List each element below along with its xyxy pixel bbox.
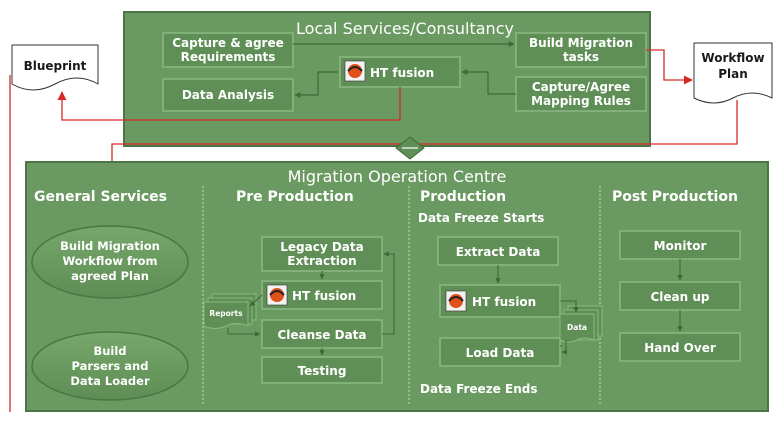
- build-workflow-line-3: agreed Plan: [71, 269, 149, 283]
- monitor-box: Monitor: [619, 230, 741, 260]
- general-services-heading: General Services: [34, 189, 167, 205]
- data-doc-label: Data: [567, 323, 587, 332]
- build-migration-workflow-oval: Build Migration Workflow from agreed Pla…: [31, 225, 189, 299]
- hand-over-label: Hand Over: [644, 341, 716, 355]
- column-dividers: [202, 186, 601, 406]
- ht-fusion-pre-label: HT fusion: [292, 289, 356, 303]
- production-heading: Production: [420, 189, 506, 205]
- build-migration-tasks-box: Build Migration tasks: [515, 32, 647, 68]
- legacy-line-2: Extraction: [287, 254, 356, 268]
- reports-label: Reports: [209, 309, 243, 318]
- top-connectors: [293, 41, 516, 98]
- production-connectors: [495, 265, 579, 355]
- local-services-title: Local Services/Consultancy: [296, 19, 514, 38]
- data-freeze-starts: Data Freeze Starts: [418, 211, 544, 225]
- ht-fusion-top-label: HT fusion: [370, 66, 434, 80]
- capture-agree-line-1: Capture & agree: [172, 36, 284, 50]
- build-parsers-line-1: Build: [93, 344, 126, 358]
- cleanse-label: Cleanse Data: [277, 328, 366, 342]
- capture-mapping-line-1: Capture/Agree: [532, 80, 630, 94]
- post-production-heading: Post Production: [612, 189, 738, 205]
- cleanse-data-box: Cleanse Data: [261, 319, 383, 349]
- monitor-label: Monitor: [654, 239, 707, 253]
- legacy-line-1: Legacy Data: [280, 240, 363, 254]
- ht-fusion-pre-box: HT fusion: [261, 280, 383, 310]
- build-workflow-line-1: Build Migration: [60, 239, 160, 253]
- blueprint-label: Blueprint: [24, 59, 87, 73]
- build-migration-tasks-line-2: tasks: [563, 50, 599, 64]
- workflow-plan-line-1: Workflow: [701, 51, 764, 65]
- ht-fusion-logo-icon: [266, 284, 288, 306]
- ht-fusion-prod-box: HT fusion: [439, 284, 561, 318]
- clean-up-box: Clean up: [619, 281, 741, 311]
- ht-fusion-top-box: HT fusion: [339, 56, 461, 88]
- data-freeze-ends: Data Freeze Ends: [420, 382, 537, 396]
- reports-document: Reports: [203, 293, 257, 329]
- workflow-plan-document: Workflow Plan: [693, 42, 773, 104]
- build-workflow-line-2: Workflow from: [62, 254, 157, 268]
- data-document: Data: [559, 305, 603, 343]
- blueprint-document: Blueprint: [11, 44, 99, 91]
- capture-mapping-line-2: Mapping Rules: [531, 94, 631, 108]
- load-data-box: Load Data: [439, 337, 561, 367]
- diamond-connector: [395, 136, 425, 160]
- data-analysis-label: Data Analysis: [182, 88, 274, 102]
- pre-production-connectors: [227, 251, 395, 356]
- data-analysis-box: Data Analysis: [162, 78, 294, 112]
- build-migration-tasks-line-1: Build Migration: [529, 36, 633, 50]
- capture-mapping-rules-box: Capture/Agree Mapping Rules: [515, 76, 647, 112]
- testing-label: Testing: [298, 364, 347, 378]
- hand-over-box: Hand Over: [619, 332, 741, 362]
- build-parsers-line-3: Data Loader: [70, 374, 150, 388]
- testing-box: Testing: [261, 356, 383, 384]
- extract-label: Extract Data: [456, 245, 541, 259]
- extract-data-box: Extract Data: [437, 236, 559, 266]
- ht-fusion-logo-icon: [445, 290, 467, 312]
- capture-agree-requirements-box: Capture & agree Requirements: [162, 32, 294, 68]
- capture-agree-line-2: Requirements: [181, 50, 276, 64]
- load-label: Load Data: [466, 346, 535, 360]
- legacy-data-extraction-box: Legacy Data Extraction: [261, 236, 383, 272]
- ht-fusion-prod-label: HT fusion: [472, 295, 536, 309]
- build-parsers-oval: Build Parsers and Data Loader: [31, 331, 189, 401]
- pre-production-heading: Pre Production: [236, 189, 354, 205]
- clean-up-label: Clean up: [650, 290, 709, 304]
- workflow-plan-line-2: Plan: [718, 67, 748, 81]
- build-parsers-line-2: Parsers and: [72, 359, 149, 373]
- moc-title: Migration Operation Centre: [288, 167, 507, 186]
- ht-fusion-logo-icon: [344, 60, 366, 82]
